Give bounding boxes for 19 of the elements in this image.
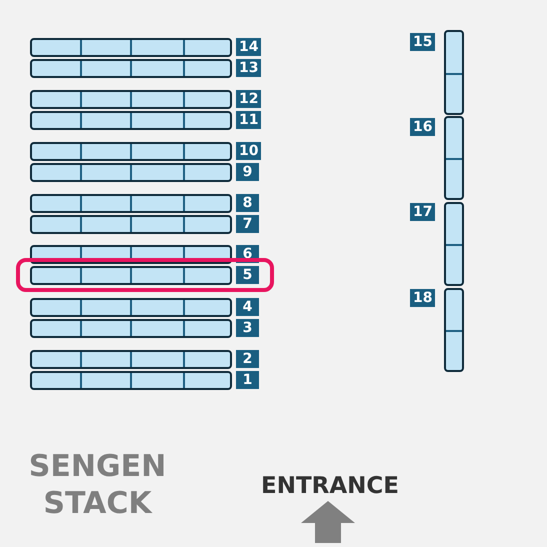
entrance-label: ENTRANCE bbox=[260, 472, 400, 500]
shelf-number: 2 bbox=[236, 350, 259, 368]
shelf-number: 16 bbox=[410, 118, 436, 136]
shelf-number: 10 bbox=[236, 142, 262, 160]
shelf-number: 1 bbox=[236, 371, 259, 389]
area-name: SENGEN STACK bbox=[28, 448, 168, 522]
shelf-number: 8 bbox=[236, 194, 259, 212]
shelf-number: 4 bbox=[236, 298, 259, 316]
shelf-number: 15 bbox=[410, 33, 436, 51]
shelf-number: 5 bbox=[236, 266, 259, 284]
shelf-number: 14 bbox=[236, 38, 262, 56]
shelf-number: 9 bbox=[236, 163, 259, 181]
shelf-number: 17 bbox=[410, 203, 436, 221]
shelf-number: 12 bbox=[236, 90, 262, 108]
shelf-number: 11 bbox=[236, 111, 262, 129]
shelf-number: 3 bbox=[236, 319, 259, 337]
shelf-number: 13 bbox=[236, 59, 262, 77]
shelf-number: 18 bbox=[410, 289, 436, 307]
shelf-number: 7 bbox=[236, 215, 259, 233]
